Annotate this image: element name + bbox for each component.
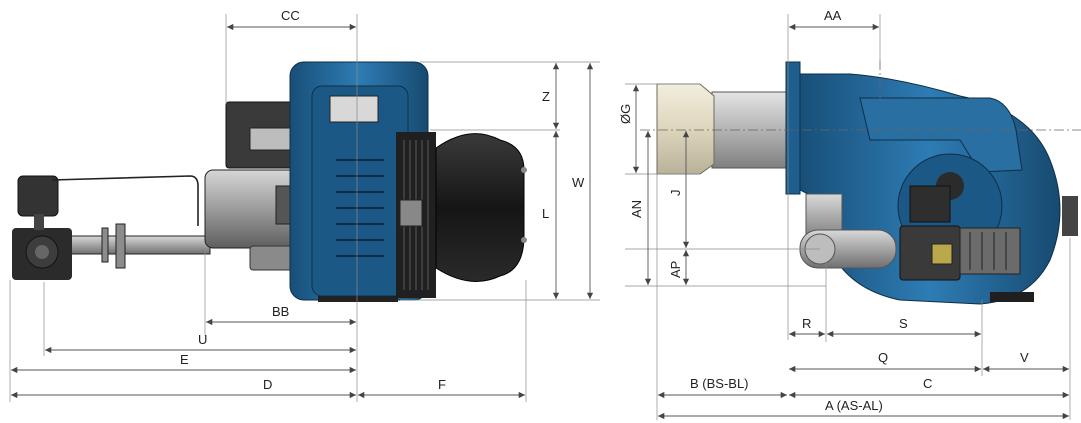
head-sensor [399,199,423,227]
label-r: R [802,316,811,331]
front-view-dimensions: AA ØG J AN AP R S Q V B (BS-BL) C A (AS-… [618,8,1071,420]
head-sight-glass [521,167,527,173]
side-view [12,61,527,302]
head-port [521,237,527,243]
label-an: AN [629,200,644,218]
label-l: L [542,206,549,221]
gas-valve-core [35,245,49,259]
label-b: B (BS-BL) [690,376,749,391]
control-display [249,127,291,151]
pipe-flange-left [101,227,109,263]
combustion-head [435,133,525,282]
label-u: U [198,332,207,347]
pipe-flange-right [115,223,126,269]
gas-train-pipe [59,235,211,255]
front-view [640,60,1081,305]
valve-actuator [909,185,951,223]
air-damper-window [329,95,379,123]
terminal-strip [959,227,1021,275]
label-a: A (AS-AL) [825,398,883,413]
label-og: ØG [618,104,633,124]
rear-fitting [1062,196,1078,236]
label-z: Z [542,89,550,104]
label-e: E [180,352,189,367]
base-plate [318,296,398,302]
label-f: F [438,377,446,392]
label-w: W [572,175,585,190]
label-ap: AP [668,261,683,278]
burner-nozzle [656,83,715,175]
status-panel [931,243,953,265]
label-aa: AA [824,8,842,23]
label-d: D [263,377,272,392]
terminal-strip-lines [969,232,1007,270]
label-v: V [1020,350,1029,365]
label-c: C [923,376,932,391]
label-cc: CC [281,8,300,23]
label-q: Q [878,350,888,365]
control-cable [51,175,199,226]
label-s: S [899,316,908,331]
base-frame [990,292,1034,302]
housing-ribs [336,159,384,257]
label-j: J [668,190,683,197]
pressure-switch-stem [34,214,44,230]
label-bb: BB [272,304,289,319]
pressure-switch [17,175,59,217]
side-view-dimensions: CC Z W L BB U E D F [9,8,600,402]
